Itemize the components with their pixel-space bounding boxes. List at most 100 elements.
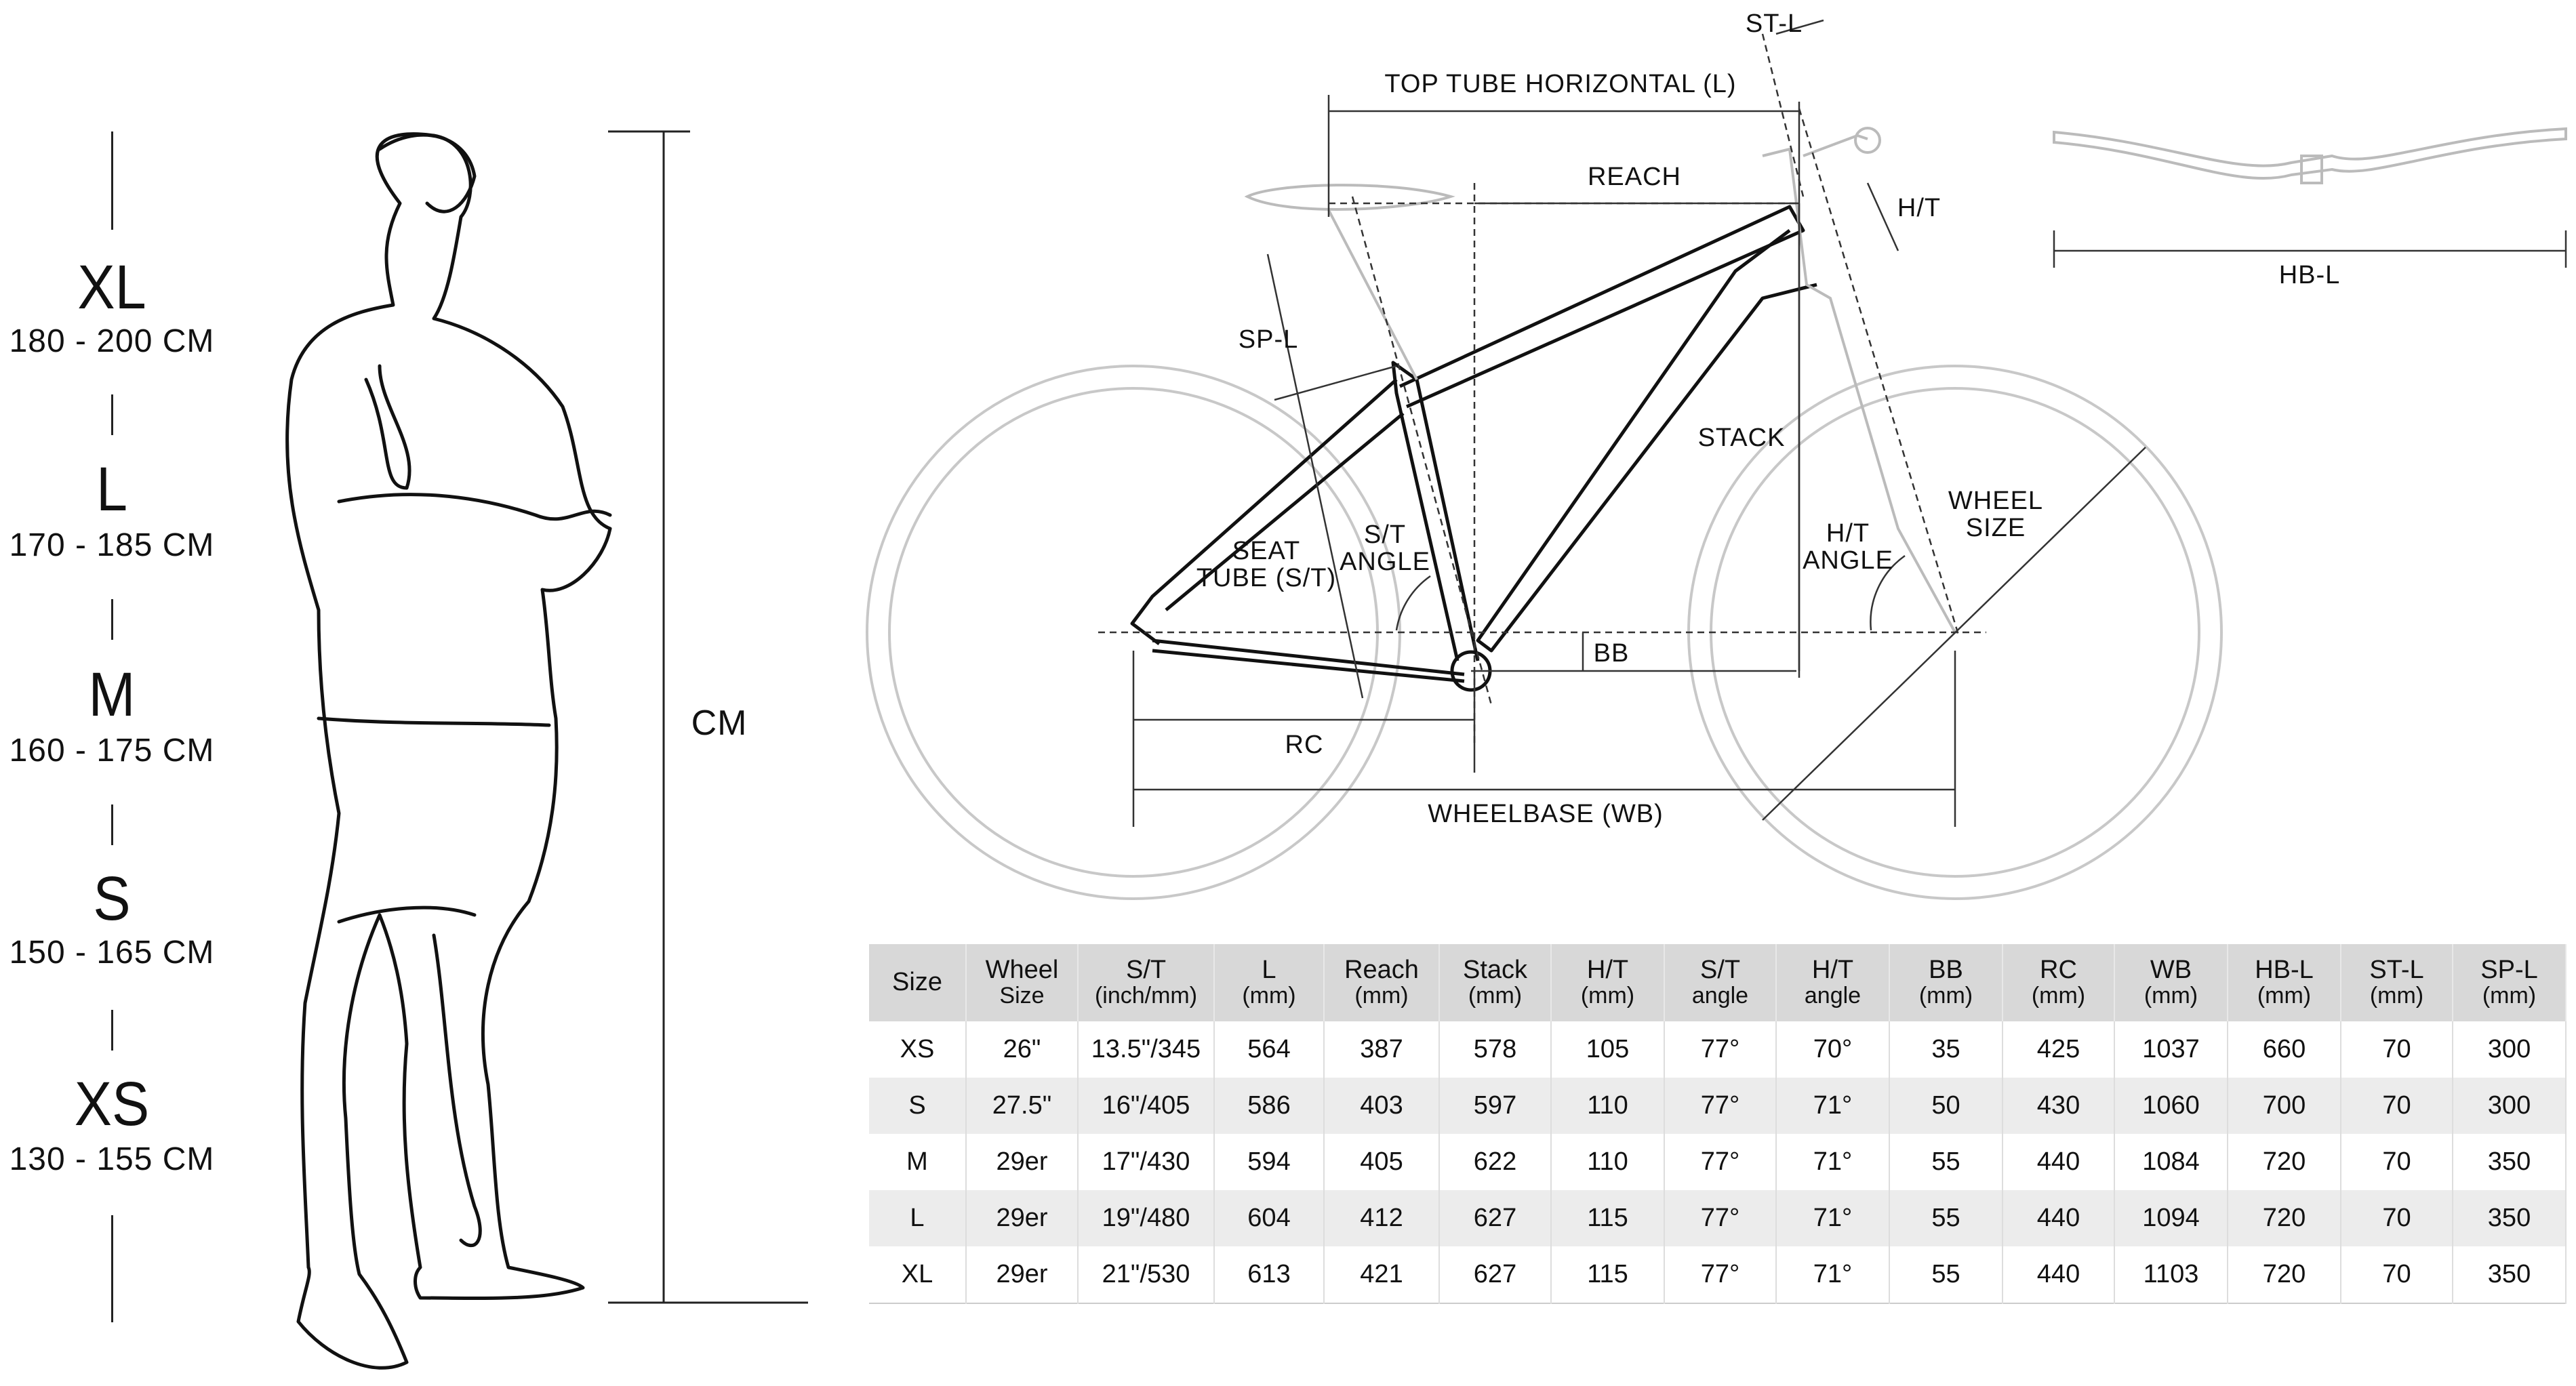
table-cell: 350	[2453, 1190, 2567, 1246]
table-cell: 578	[1439, 1021, 1552, 1078]
column-header-title: S/T	[1125, 956, 1167, 985]
table-cell: 21"/530	[1078, 1246, 1215, 1303]
table-cell: M	[869, 1134, 967, 1190]
bike-frame	[1130, 205, 1817, 692]
table-cell: 70	[2341, 1078, 2453, 1134]
label-seat-tube-line2: TUBE (S/T)	[1196, 563, 1337, 592]
column-header: HB-L(mm)	[2228, 944, 2341, 1021]
size-l-range: 170 - 185 CM	[9, 527, 215, 563]
label-wheel-size-line1: WHEEL	[1948, 487, 2044, 515]
table-cell: 350	[2453, 1246, 2567, 1303]
height-ruler	[608, 130, 808, 1304]
table-cell: 613	[1214, 1246, 1325, 1303]
table-cell: 29er	[966, 1246, 1079, 1303]
table-cell: 627	[1439, 1246, 1552, 1303]
table-cell: 16"/405	[1078, 1078, 1215, 1134]
table-cell: 110	[1551, 1134, 1665, 1190]
size-s-range: 150 - 165 CM	[9, 935, 215, 971]
size-xs-label: XS	[74, 1069, 150, 1139]
divider	[111, 1215, 113, 1322]
column-header-unit: (mm)	[1354, 983, 1409, 1009]
column-header: L(mm)	[1214, 944, 1325, 1021]
table-cell: 405	[1324, 1134, 1440, 1190]
label-ht-angle-line2: ANGLE	[1803, 546, 1893, 575]
table-cell: 720	[2228, 1134, 2341, 1190]
rider-figure	[285, 132, 612, 1370]
table-cell: 55	[1889, 1190, 2003, 1246]
column-header-unit: (mm)	[1580, 983, 1635, 1009]
table-cell: 115	[1551, 1190, 1665, 1246]
column-header-unit: (mm)	[2144, 983, 2198, 1009]
table-cell: 1060	[2114, 1078, 2228, 1134]
table-cell: 430	[2003, 1078, 2115, 1134]
label-rc: RC	[1285, 731, 1324, 759]
table-cell: 29er	[966, 1190, 1079, 1246]
column-header-unit: (mm)	[2257, 983, 2312, 1009]
table-cell: 77°	[1664, 1078, 1777, 1134]
table-cell: 412	[1324, 1190, 1440, 1246]
table-cell: 425	[2003, 1021, 2115, 1078]
column-header-title: RC	[2040, 956, 2077, 985]
column-header-title: WB	[2150, 956, 2192, 985]
bike-components	[1244, 127, 2567, 633]
table-cell: 55	[1889, 1246, 2003, 1303]
size-s-label: S	[93, 864, 131, 933]
table-cell: 421	[1324, 1246, 1440, 1303]
table-cell: 26"	[966, 1021, 1079, 1078]
table-cell: 440	[2003, 1190, 2115, 1246]
table-cell: XS	[869, 1021, 967, 1078]
divider	[111, 1010, 113, 1051]
column-header-title: Size	[892, 968, 942, 997]
table-cell: 71°	[1776, 1134, 1890, 1190]
table-cell: 594	[1214, 1134, 1325, 1190]
table-cell: 71°	[1776, 1246, 1890, 1303]
label-wheelbase: WHEELBASE (WB)	[1428, 800, 1664, 828]
column-header: BB(mm)	[1889, 944, 2003, 1021]
column-header-unit: (mm)	[2482, 983, 2537, 1009]
divider	[111, 131, 113, 230]
table-cell: 622	[1439, 1134, 1552, 1190]
table-cell: 27.5"	[966, 1078, 1079, 1134]
table-cell: 350	[2453, 1134, 2567, 1190]
label-hb-l: HB-L	[2278, 261, 2341, 289]
table-cell: 300	[2453, 1021, 2567, 1078]
label-reach: REACH	[1587, 163, 1682, 191]
column-header-title: HB-L	[2255, 956, 2314, 985]
table-cell: 597	[1439, 1078, 1552, 1134]
table-cell: 1037	[2114, 1021, 2228, 1078]
table-cell: 70	[2341, 1190, 2453, 1246]
table-cell: 115	[1551, 1246, 1665, 1303]
table-cell: 1094	[2114, 1190, 2228, 1246]
size-l-label: L	[96, 455, 128, 524]
label-height-cm: CM	[691, 704, 748, 743]
table-cell: 564	[1214, 1021, 1325, 1078]
table-cell: 720	[2228, 1190, 2341, 1246]
column-header-unit: angle	[1691, 983, 1749, 1009]
divider	[111, 599, 113, 640]
label-ht: H/T	[1897, 194, 1941, 222]
table-cell: 105	[1551, 1021, 1665, 1078]
size-xl-label: XL	[77, 253, 146, 322]
label-wheel-size-line2: SIZE	[1965, 513, 2026, 542]
column-header-title: H/T	[1586, 956, 1629, 985]
label-st-l: ST-L	[1745, 9, 1803, 38]
size-xl-range: 180 - 200 CM	[9, 323, 215, 359]
column-header-title: Wheel	[985, 956, 1059, 985]
table-cell: S	[869, 1078, 967, 1134]
table-cell: 604	[1214, 1190, 1325, 1246]
column-header: Size	[869, 944, 967, 1021]
table-cell: 1084	[2114, 1134, 2228, 1190]
table-cell: 660	[2228, 1021, 2341, 1078]
table-cell: 440	[2003, 1246, 2115, 1303]
table-cell: 387	[1324, 1021, 1440, 1078]
column-header: H/T(mm)	[1551, 944, 1665, 1021]
label-ht-angle-line1: H/T	[1826, 519, 1870, 548]
